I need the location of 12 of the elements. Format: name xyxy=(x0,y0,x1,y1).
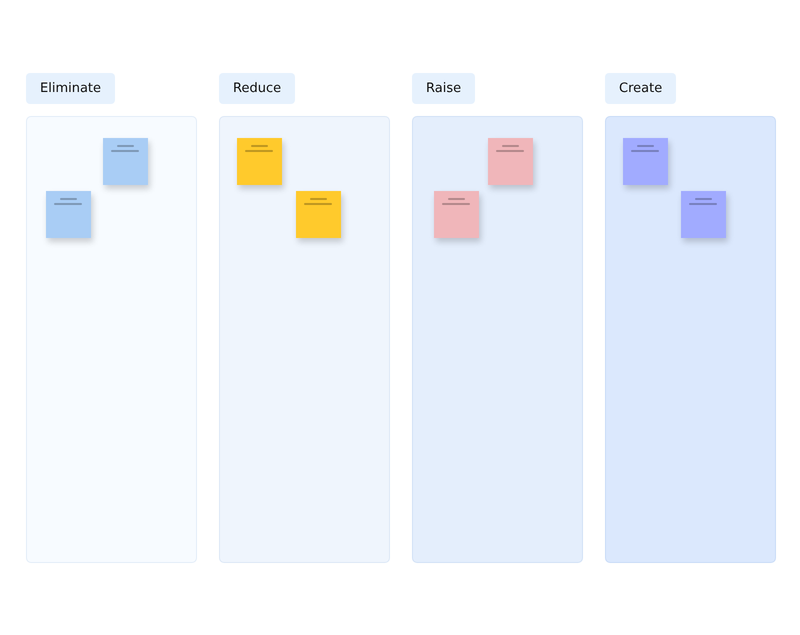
column-heading: Eliminate xyxy=(26,73,116,104)
sticky-note xyxy=(296,191,341,238)
sticky-note xyxy=(103,138,148,185)
sticky-note xyxy=(681,191,726,238)
sticky-note xyxy=(488,138,533,185)
column-heading: Create xyxy=(605,73,676,104)
column-heading: Reduce xyxy=(219,73,296,104)
column-heading: Raise xyxy=(412,73,476,104)
sticky-note xyxy=(623,138,668,185)
sticky-note xyxy=(434,191,479,238)
sticky-note xyxy=(46,191,91,238)
sticky-note xyxy=(237,138,282,185)
